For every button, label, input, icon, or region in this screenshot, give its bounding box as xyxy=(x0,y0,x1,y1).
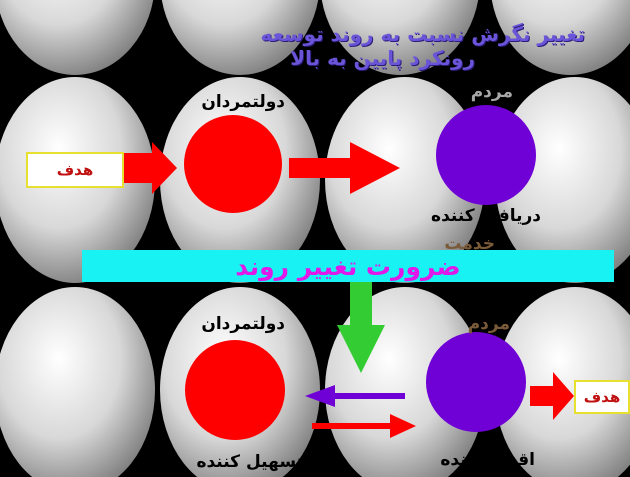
actor-label: اقدام کننده xyxy=(440,450,535,470)
arrow-right-icon xyxy=(312,414,416,438)
arrow-right-icon xyxy=(530,372,574,420)
goal-box-bottom: هدف xyxy=(574,380,630,414)
arrow-right-icon xyxy=(289,142,400,194)
elite-circle-bottom xyxy=(185,340,285,440)
service-label: خدمت xyxy=(444,234,495,254)
arrow-right-icon xyxy=(122,142,177,194)
receiver-label: دریافت کننده xyxy=(431,206,541,226)
arrow-left-icon xyxy=(305,385,405,407)
slide-title-line2: رونکرد پایین به بالا xyxy=(290,46,475,70)
people-label-bottom: مردم xyxy=(467,314,510,334)
facilitator-label: تسهیل کننده xyxy=(196,452,303,472)
people-circle-top xyxy=(436,105,536,205)
change-necessity-banner: ضرورت تغییر روند xyxy=(82,250,614,282)
people-label-top: مردم xyxy=(470,82,513,102)
people-circle-bottom xyxy=(426,332,526,432)
slide-title-line1: تغییر نگرش نسبت به روند توسعه xyxy=(260,22,585,46)
arrow-down-icon xyxy=(337,282,385,373)
elite-label-bottom: دولتمردان xyxy=(201,314,285,334)
elite-label-top: دولتمردان xyxy=(201,92,285,112)
elite-circle-top xyxy=(184,115,282,213)
goal-box-top: هدف xyxy=(26,152,124,188)
